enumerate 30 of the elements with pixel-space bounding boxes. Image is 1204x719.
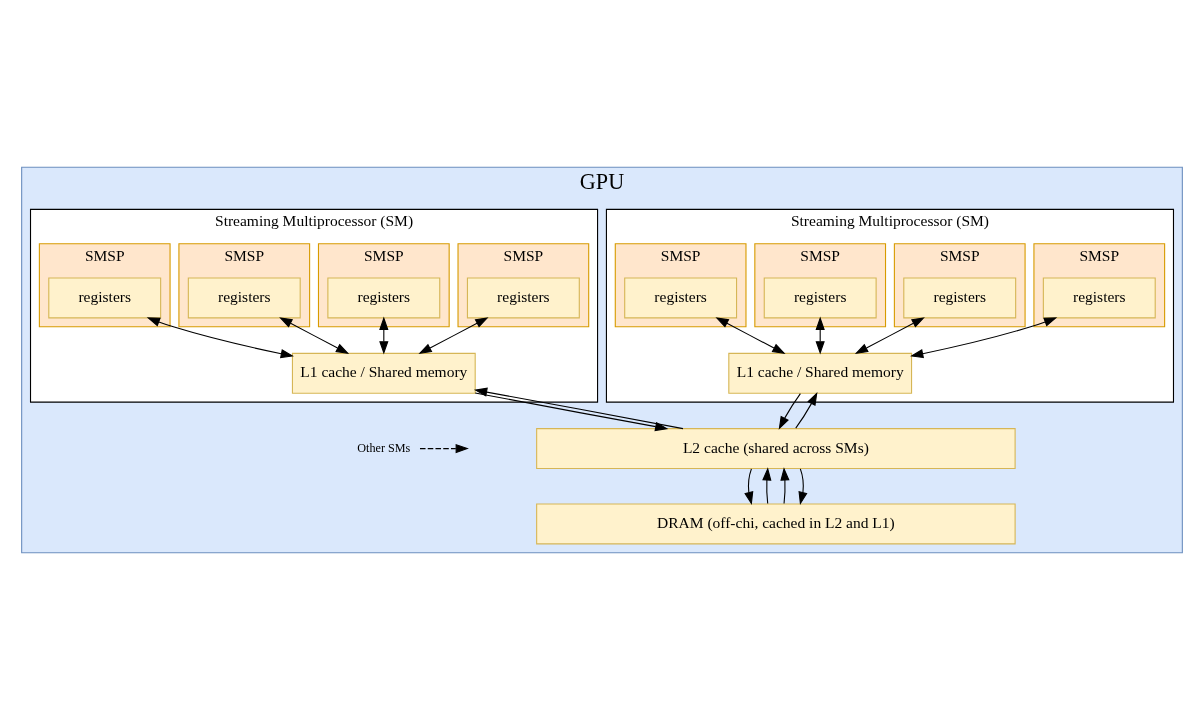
node-box: DRAM (off-chi, cached in L2 and L1) [536, 502, 1016, 544]
arrow [418, 316, 489, 354]
node-box: registers [763, 277, 877, 318]
arrow [279, 316, 350, 354]
arrow [780, 466, 790, 504]
arrow [815, 316, 825, 355]
node-box: registers [48, 277, 162, 318]
arrow [910, 316, 1058, 358]
node-box: registers [187, 277, 301, 318]
node-text: Other SMs [357, 440, 411, 455]
arrow [474, 391, 669, 431]
node-box: registers [903, 277, 1017, 318]
arrow [778, 392, 801, 430]
arrow [379, 316, 389, 355]
arrow [419, 443, 469, 453]
node-box: registers [327, 277, 441, 318]
node-box: L2 cache (shared across SMs) [536, 427, 1016, 469]
arrow [146, 316, 294, 358]
arrow [762, 466, 772, 504]
node-box: L1 cache / Shared memory [728, 352, 913, 394]
arrow [715, 316, 786, 354]
node-box: registers [1042, 277, 1156, 318]
node-box: registers [466, 277, 580, 318]
arrow [795, 391, 818, 429]
node-box: L1 cache / Shared memory [291, 352, 476, 394]
arrow [473, 387, 684, 429]
arrow [798, 467, 808, 505]
node-box: registers [624, 277, 738, 318]
arrow [744, 467, 754, 505]
arrow [854, 316, 925, 354]
